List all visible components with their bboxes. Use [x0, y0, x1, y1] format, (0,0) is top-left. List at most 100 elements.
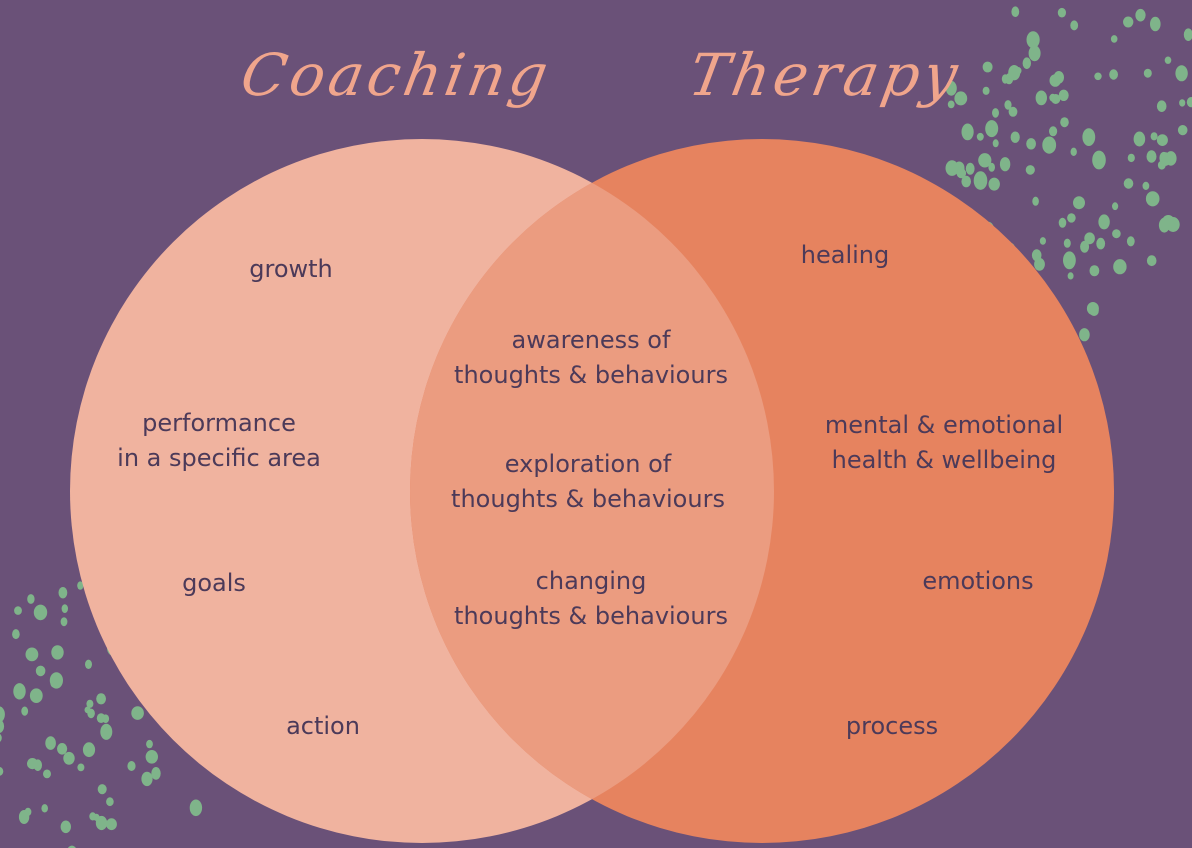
overlap-item-awareness: awareness of thoughts & behaviours — [454, 323, 728, 393]
decorative-dot — [945, 80, 957, 96]
decorative-dot — [1094, 72, 1102, 81]
decorative-dot — [0, 706, 5, 723]
decorative-dot — [1126, 236, 1135, 247]
decorative-dot — [1164, 56, 1172, 64]
decorative-dot — [1094, 151, 1102, 159]
decorative-dot — [1084, 232, 1095, 245]
coaching-item-line: performance — [142, 409, 296, 437]
coaching-item-line: growth — [249, 255, 333, 283]
decorative-dot — [988, 162, 995, 172]
decorative-dot — [141, 771, 153, 787]
decorative-dot — [1026, 138, 1036, 150]
decorative-dot — [45, 736, 56, 750]
decorative-dot — [992, 139, 999, 148]
decorative-dot — [60, 820, 71, 834]
decorative-dot — [95, 815, 108, 831]
overlap-item-line: thoughts & behaviours — [451, 485, 725, 513]
decorative-dot — [961, 175, 971, 188]
decorative-dot — [127, 761, 136, 771]
decorative-dot — [21, 706, 29, 716]
coaching-item-goals: goals — [182, 566, 246, 601]
decorative-dot — [1159, 151, 1169, 165]
decorative-dot — [106, 818, 117, 831]
decorative-dot — [1063, 238, 1071, 248]
decorative-dot — [1080, 240, 1090, 253]
therapy-item-emotions: emotions — [922, 564, 1033, 599]
decorative-dot — [51, 645, 64, 660]
decorative-dot — [1113, 259, 1127, 275]
decorative-dot — [102, 714, 110, 723]
decorative-dot — [146, 739, 153, 749]
decorative-dot — [1049, 74, 1061, 87]
decorative-dot — [1028, 45, 1041, 62]
decorative-dot — [96, 693, 106, 705]
therapy-item-line: health & wellbeing — [831, 446, 1057, 474]
decorative-dot — [13, 683, 26, 700]
decorative-dot — [1145, 191, 1160, 207]
therapy-item-healing: healing — [801, 238, 889, 273]
decorative-dot — [63, 751, 75, 765]
decorative-dot — [988, 177, 1000, 191]
decorative-dot — [976, 132, 984, 141]
decorative-dot — [947, 100, 955, 109]
decorative-dot — [1082, 128, 1096, 147]
decorative-dot — [1022, 57, 1031, 69]
decorative-dot — [77, 763, 85, 772]
therapy-item-line: mental & emotional — [824, 411, 1064, 439]
decorative-dot — [1146, 255, 1157, 267]
decorative-dot — [1049, 93, 1057, 102]
decorative-dot — [1123, 178, 1134, 189]
overlap-item-line: thoughts & behaviours — [454, 361, 728, 389]
decorative-dot — [1067, 213, 1076, 223]
overlap-item-line: exploration of — [504, 450, 672, 478]
decorative-dot — [1109, 69, 1118, 80]
decorative-dot — [1089, 265, 1100, 277]
decorative-dot — [999, 157, 1011, 172]
decorative-dot — [1142, 181, 1150, 190]
decorative-dot — [1058, 89, 1069, 102]
decorative-dot — [33, 604, 48, 621]
decorative-dot — [50, 680, 57, 688]
decorative-dot — [27, 758, 38, 770]
decorative-dot — [1186, 97, 1192, 108]
coaching-item-line: goals — [182, 569, 246, 597]
decorative-dot — [97, 784, 107, 795]
decorative-dot — [77, 581, 84, 590]
decorative-dot — [151, 767, 161, 780]
decorative-dot — [1039, 237, 1046, 245]
decorative-dot — [945, 160, 959, 176]
coaching-item-action: action — [286, 709, 360, 744]
decorative-dot — [67, 845, 76, 848]
decorative-dot — [1150, 16, 1161, 32]
decorative-dot — [57, 743, 68, 755]
decorative-dot — [1073, 196, 1085, 210]
decorative-dot — [961, 123, 974, 141]
decorative-dot — [0, 767, 4, 776]
coaching-item-performance: performance in a specific area — [117, 406, 321, 476]
decorative-dot — [25, 647, 39, 662]
decorative-dot — [1086, 302, 1099, 315]
decorative-dot — [992, 108, 999, 118]
decorative-dot — [978, 153, 992, 168]
decorative-dot — [973, 171, 988, 190]
decorative-dot — [85, 659, 92, 669]
decorative-dot — [18, 810, 30, 824]
decorative-dot — [1158, 217, 1170, 233]
decorative-dot — [1026, 31, 1040, 49]
decorative-dot — [1179, 99, 1186, 107]
decorative-dot — [12, 629, 20, 640]
decorative-dot — [1143, 68, 1152, 78]
overlap-item-line: awareness of — [511, 326, 671, 354]
decorative-dot — [1001, 74, 1009, 84]
decorative-dot — [1011, 6, 1020, 17]
coaching-item-line: action — [286, 712, 360, 740]
coaching-title: Coaching — [236, 41, 557, 109]
decorative-dot — [1110, 35, 1118, 43]
decorative-dot — [1058, 217, 1067, 228]
decorative-dot — [1133, 131, 1146, 147]
therapy-item-mental-health: mental & emotional health & wellbeing — [825, 408, 1063, 478]
overlap-region — [410, 139, 774, 843]
decorative-dot — [1014, 67, 1022, 75]
